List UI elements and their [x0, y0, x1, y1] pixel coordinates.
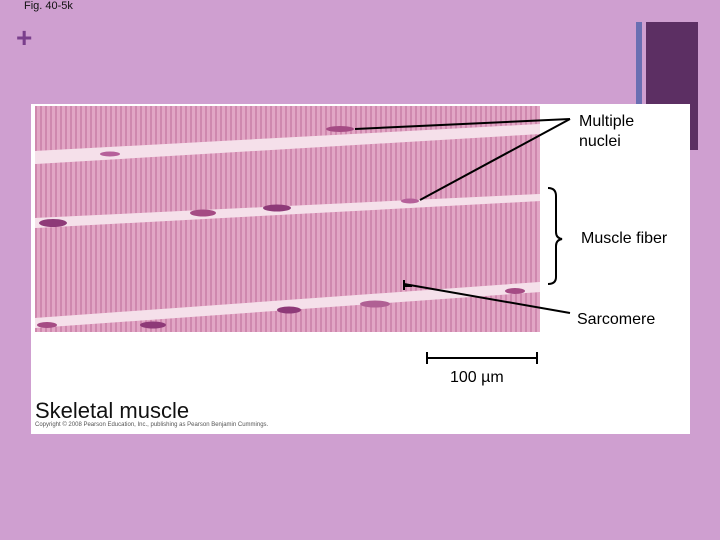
- plus-icon: +: [16, 22, 33, 53]
- micrograph-image: [35, 106, 540, 332]
- label-muscle-fiber: Muscle fiber: [581, 230, 668, 247]
- label-multiple-nuclei: Multiple nuclei: [579, 113, 635, 150]
- figure-number: Fig. 40-5k: [24, 0, 73, 12]
- label-sarcomere: Sarcomere: [577, 311, 656, 328]
- figure-title: Skeletal muscle: [35, 398, 190, 423]
- scale-bar-label: 100 µm: [450, 369, 504, 386]
- copyright-note: Copyright © 2008 Pearson Education, Inc.…: [35, 422, 269, 428]
- decorative-bar: [636, 22, 642, 150]
